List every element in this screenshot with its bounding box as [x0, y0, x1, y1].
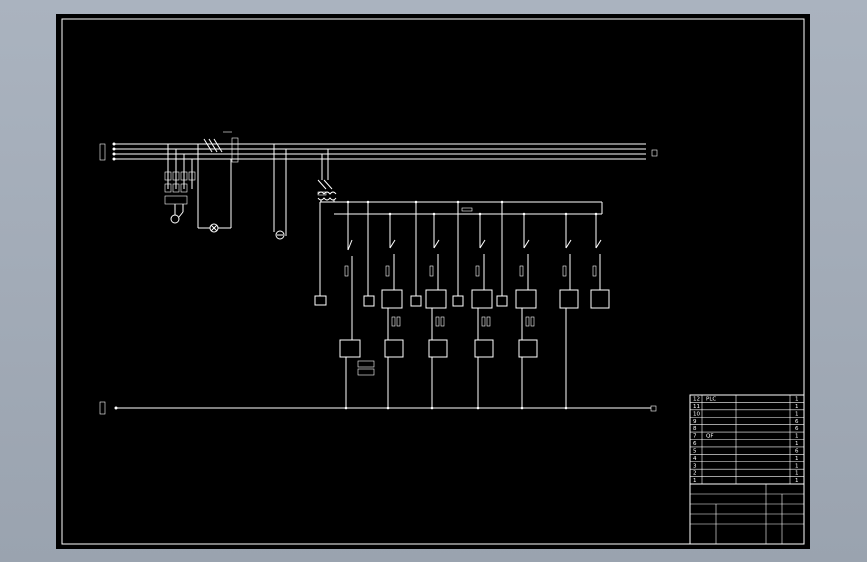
bom-cell-no: 2	[693, 471, 697, 477]
bom-cell-no: 10	[693, 411, 700, 417]
bom-cell-no: 3	[693, 463, 697, 469]
control-branch-6	[559, 214, 610, 408]
bom-cell-qty: 1	[795, 441, 799, 447]
bom-cell-no: 12	[693, 397, 700, 403]
bom-cell-code: QF	[706, 434, 714, 440]
bom-cell-qty: 1	[795, 434, 799, 440]
bom-cell-qty: 1	[795, 471, 799, 477]
three-phase-bus	[99, 142, 658, 161]
bom-cell-no: 9	[693, 419, 697, 425]
bom-cell-qty: 1	[795, 397, 799, 403]
bom-cell-qty: 1	[795, 411, 799, 417]
ammeter-branch	[273, 144, 287, 240]
indicator-lamp-branch	[197, 144, 232, 233]
drawing-border	[61, 18, 805, 545]
bom-cell-qty: 6	[795, 419, 799, 425]
voltmeter-icon	[170, 214, 180, 224]
bom-cell-no: 6	[693, 441, 697, 447]
bom-cell-no: 11	[693, 404, 700, 410]
neutral-bus	[99, 401, 657, 415]
bus-right-label-block	[651, 149, 658, 157]
bom-cell-qty: 6	[795, 426, 799, 432]
control-transformer	[317, 149, 337, 202]
bom-cell-no: 7	[693, 434, 697, 440]
junction-dots	[344, 200, 598, 410]
bom-cell-qty: 1	[795, 404, 799, 410]
control-branch-5	[496, 202, 538, 408]
bom-cell-no: 8	[693, 426, 697, 432]
bom-cell-qty: 1	[795, 463, 799, 469]
ammeter-icon	[275, 230, 285, 240]
bus-left-label-block	[99, 143, 106, 161]
bom-cell-qty: 6	[795, 448, 799, 454]
control-branch-3	[410, 202, 448, 408]
metering-branch	[164, 144, 196, 224]
bom-cell-no: 1	[693, 478, 697, 484]
bom-cell-qty: 1	[795, 478, 799, 484]
bom-cell-no: 5	[693, 448, 697, 454]
neutral-left-label-block	[99, 401, 106, 415]
neutral-right-label-block	[650, 405, 657, 412]
bom-cell-qty: 1	[795, 456, 799, 462]
branch-tick-labels	[317, 191, 597, 327]
main-breaker	[203, 131, 239, 163]
control-branch-1	[314, 202, 375, 408]
bom-cell-code: PLC	[706, 397, 716, 403]
bom-cell-no: 4	[693, 456, 697, 462]
control-branch-4	[452, 202, 494, 408]
control-branch-2	[363, 202, 404, 408]
